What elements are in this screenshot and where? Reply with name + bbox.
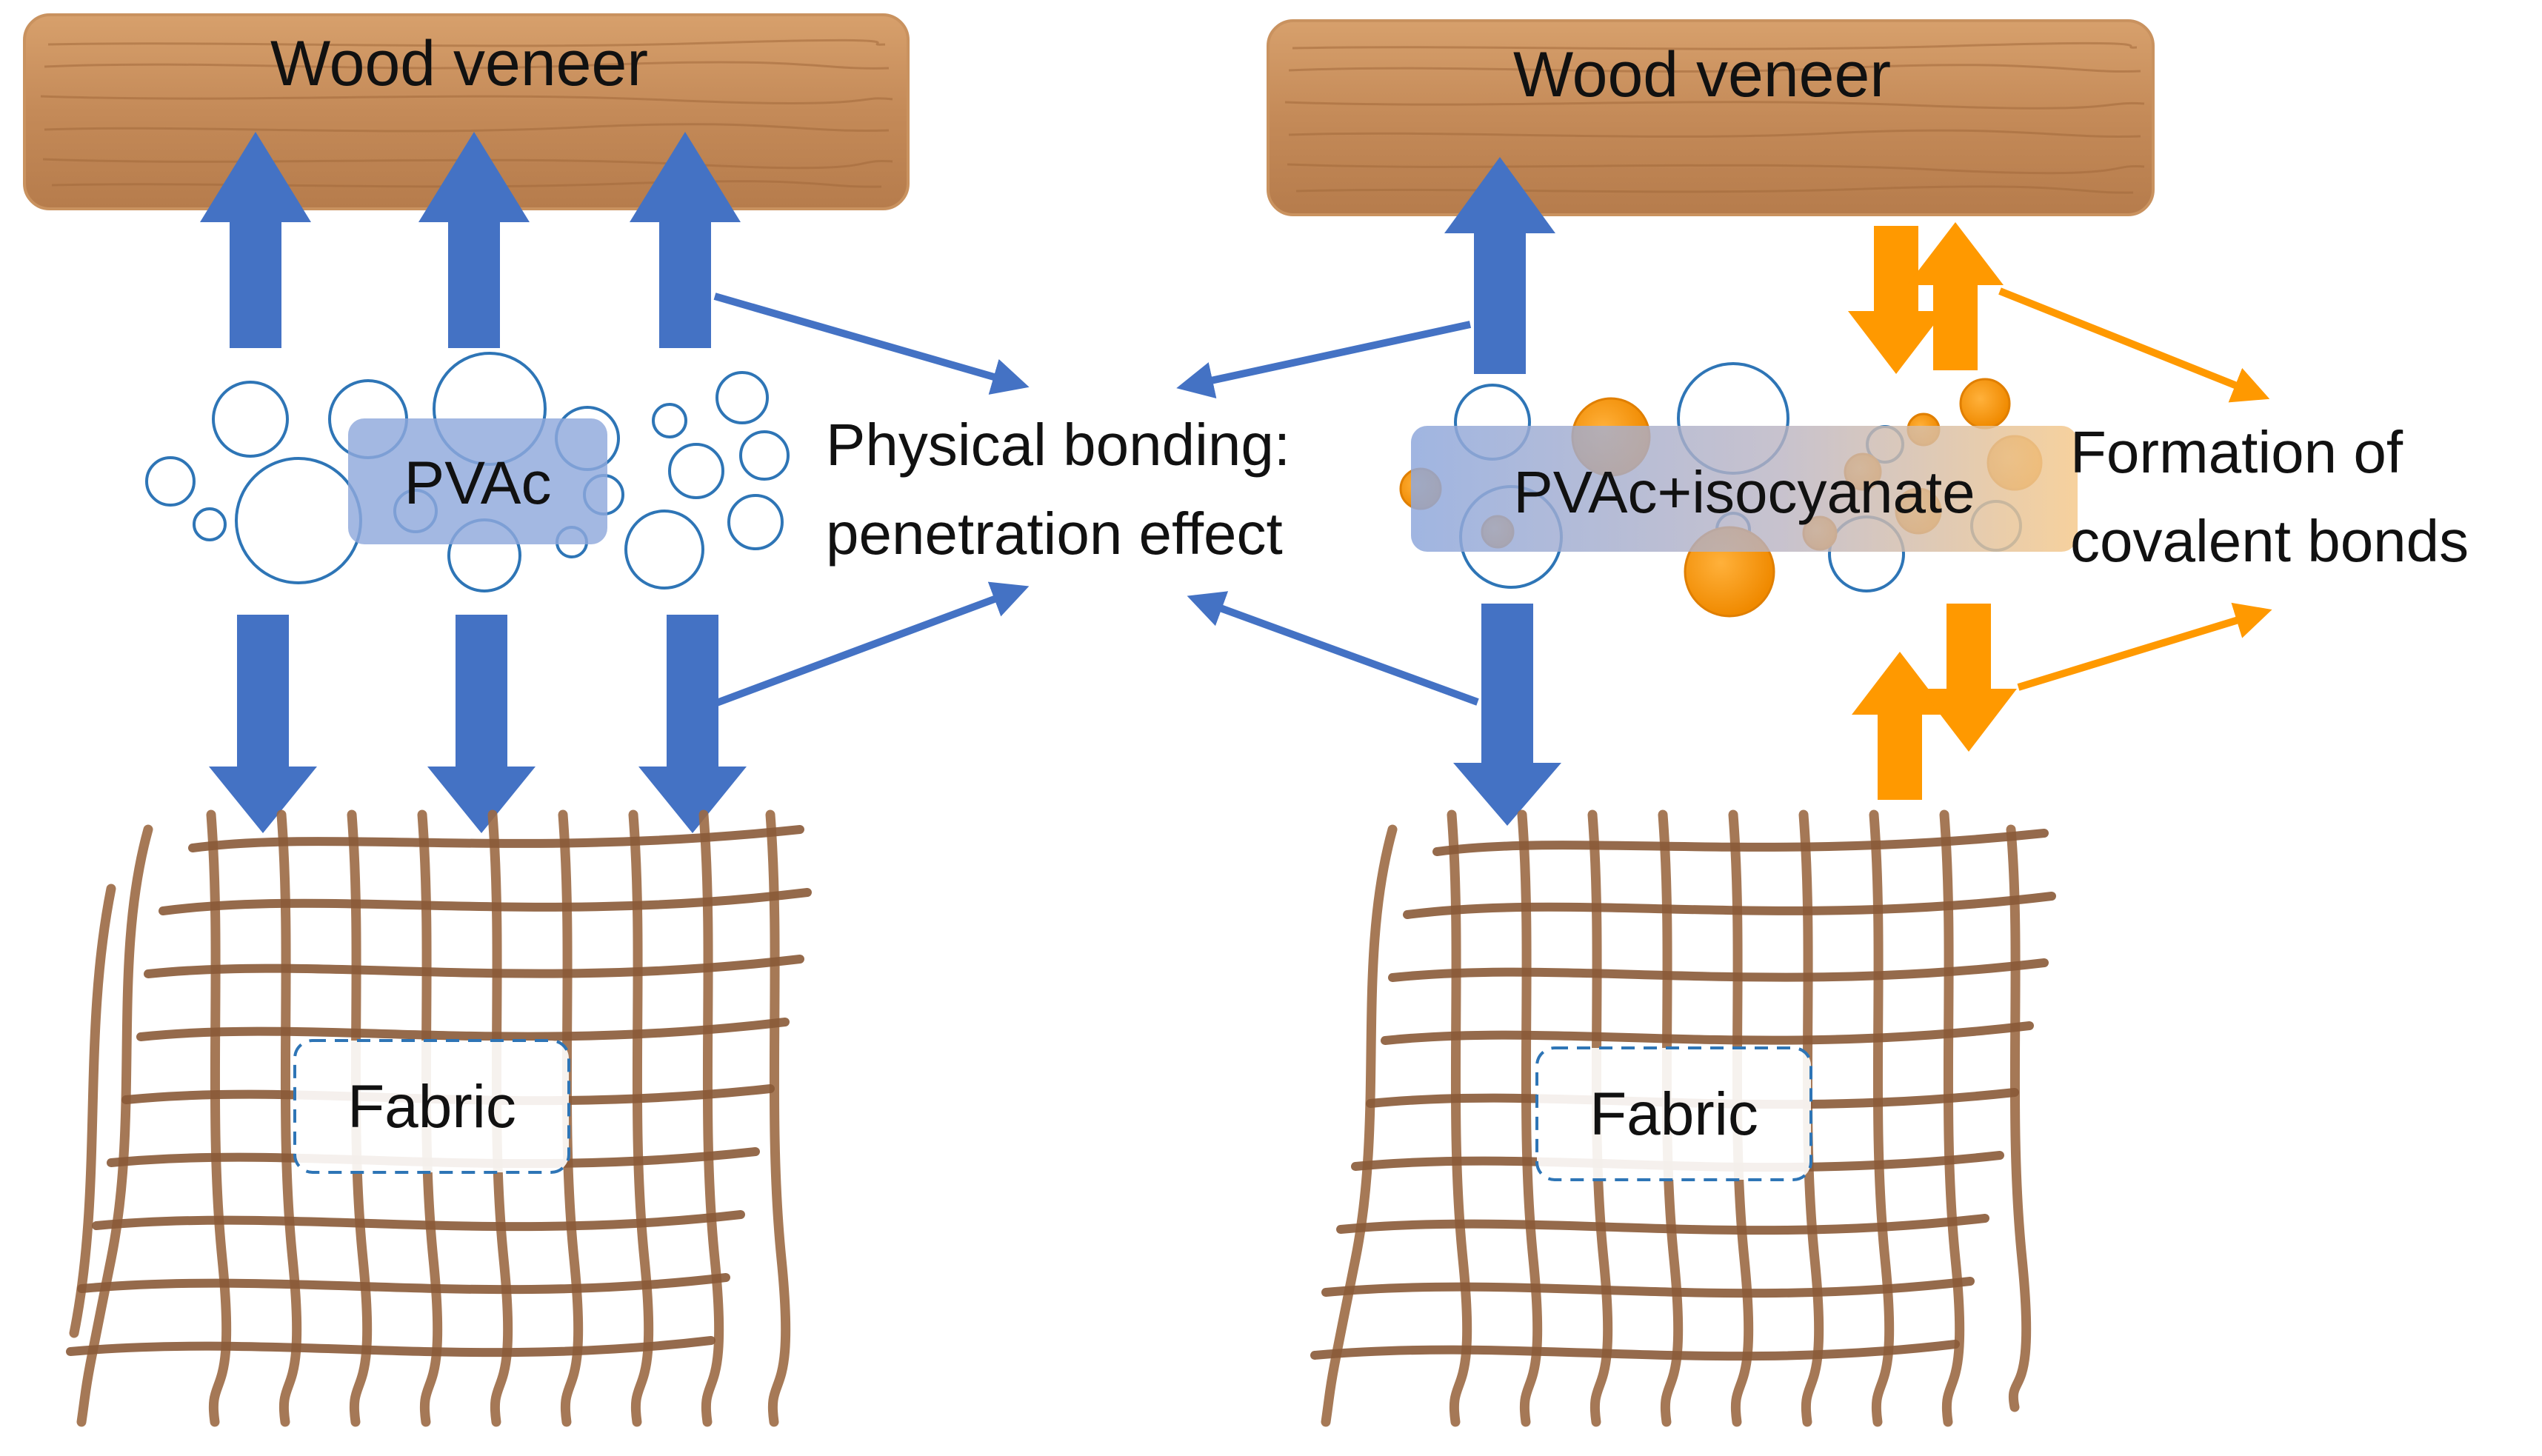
right-wood-veneer: Wood veneer — [1267, 19, 2155, 216]
left-up-arrows — [200, 132, 741, 348]
center-annotation: Physical bonding: penetration effect — [713, 293, 1479, 707]
left-down-arrows — [209, 615, 747, 833]
physical-bonding-pointers — [713, 293, 1479, 707]
orange-up-arrow-upper — [1907, 222, 2004, 370]
left-up-arrow-2 — [418, 132, 530, 348]
physical-bonding-line1: Physical bonding: — [826, 412, 1290, 478]
pointer-left-lower — [713, 581, 1030, 707]
right-fabric-label: Fabric — [1589, 1081, 1758, 1148]
right-panel: Wood veneer — [1267, 19, 2272, 1427]
left-down-arrow-3 — [638, 615, 747, 833]
left-up-arrow-3 — [630, 132, 741, 348]
right-down-arrow — [1453, 604, 1561, 826]
pointer-covalent-upper — [1998, 287, 2270, 403]
orange-up-arrow-lower — [1852, 652, 1948, 800]
right-adhesive-box: PVAc+isocyanate — [1411, 426, 2078, 552]
left-bubbles — [145, 352, 790, 592]
pointer-covalent-lower — [2017, 602, 2272, 691]
pointer-right-upper — [1176, 321, 1472, 398]
right-annotation: Formation of covalent bonds — [2070, 419, 2469, 574]
right-fabric-label-box: Fabric — [1535, 1046, 1812, 1181]
left-down-arrow-1 — [209, 615, 317, 833]
covalent-bond-pointers — [1998, 287, 2272, 691]
left-up-arrow-1 — [200, 132, 311, 348]
right-veneer-label: Wood veneer — [1513, 39, 1891, 110]
left-down-arrow-2 — [427, 615, 536, 833]
left-panel: Wood veneer — [23, 13, 910, 1427]
orange-down-arrow-lower — [1921, 604, 2017, 752]
covalent-bonds-line1: Formation of — [2070, 419, 2403, 485]
covalent-bonds-line2: covalent bonds — [2070, 508, 2469, 574]
left-fabric-label: Fabric — [347, 1073, 516, 1141]
right-covalent-arrows-upper — [1848, 222, 2004, 374]
right-up-arrow — [1444, 157, 1555, 374]
left-fabric-label-box: Fabric — [293, 1039, 570, 1174]
pointer-right-lower — [1187, 591, 1479, 706]
right-adhesive-label: PVAc+isocyanate — [1513, 459, 1975, 525]
physical-bonding-line2: penetration effect — [826, 501, 1283, 567]
left-adhesive-label: PVAc — [404, 450, 552, 517]
orange-down-arrow-upper — [1848, 226, 1944, 374]
left-veneer-label: Wood veneer — [270, 28, 648, 99]
left-adhesive-box: PVAc — [348, 418, 607, 544]
right-covalent-arrows-lower — [1852, 604, 2017, 800]
pointer-left-upper — [713, 293, 1030, 395]
